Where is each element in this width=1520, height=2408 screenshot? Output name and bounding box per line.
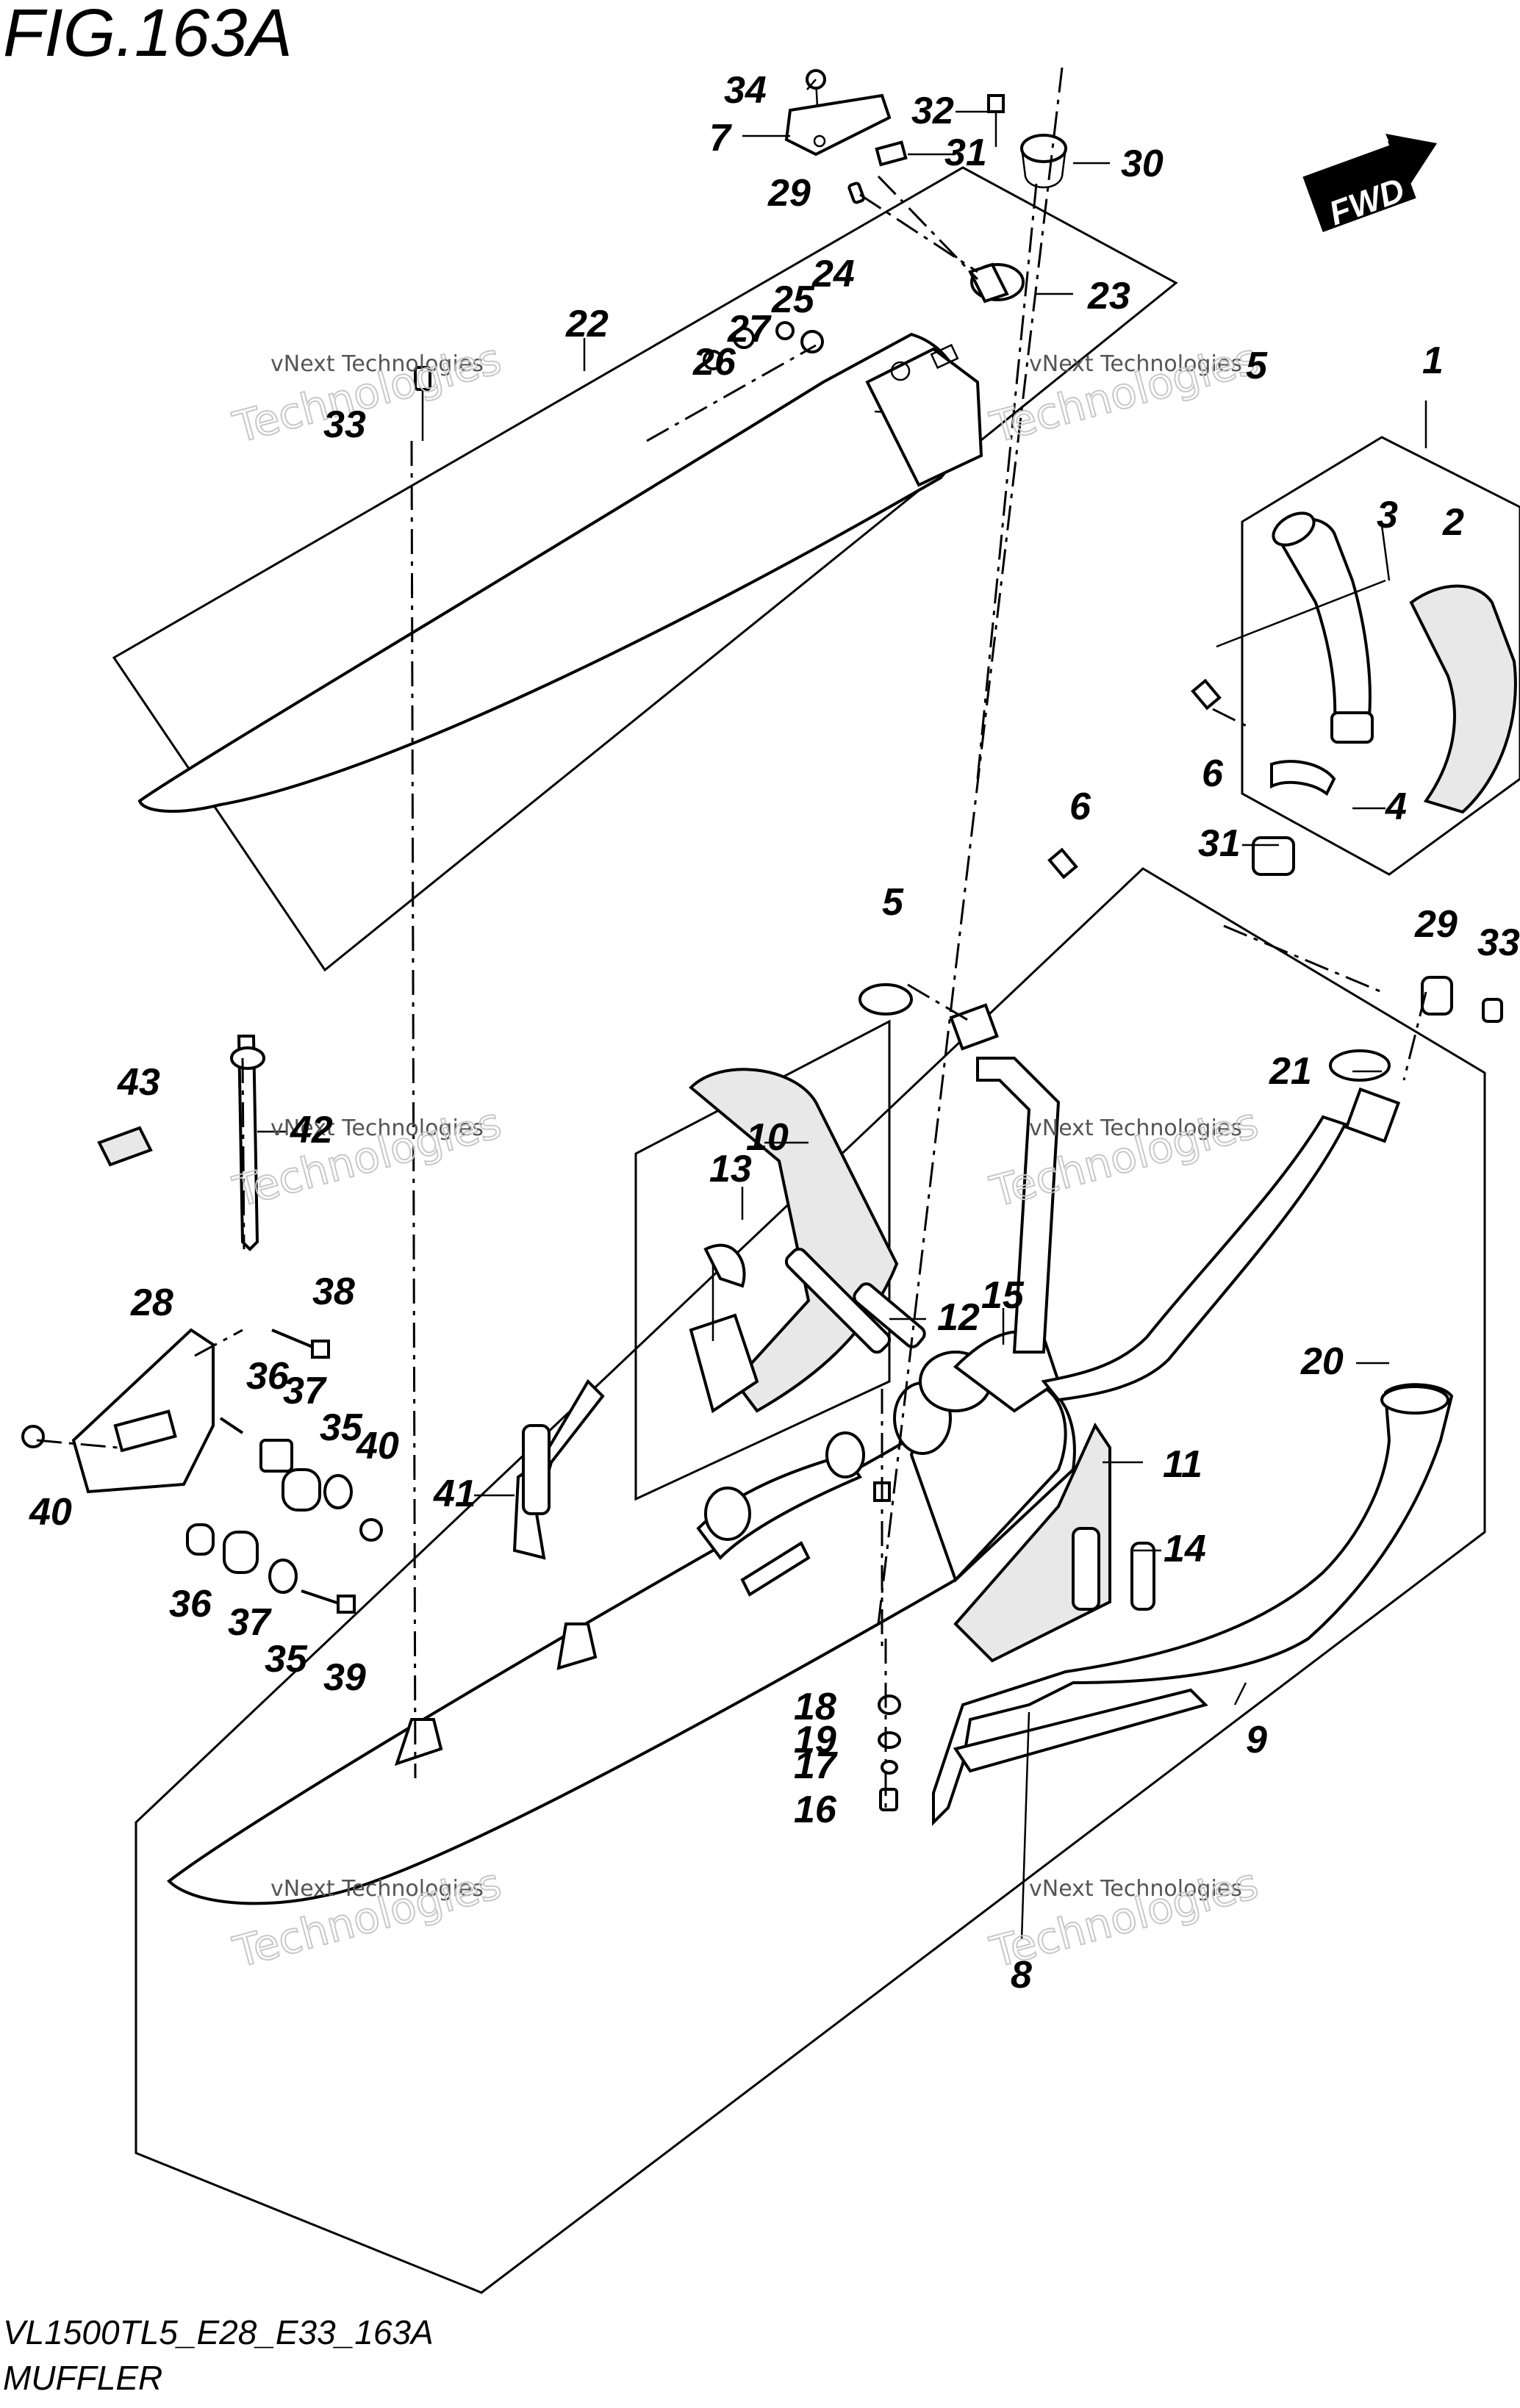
leader-lines <box>36 67 1427 1808</box>
callout-label: 13 <box>709 1148 752 1190</box>
callout-label: 34 <box>724 69 767 112</box>
callout-label: 16 <box>794 1789 837 1831</box>
callout-label: 27 <box>727 308 772 351</box>
callout-label: 29 <box>767 172 811 215</box>
forward-arrow-icon: FWD <box>1302 134 1437 232</box>
callout-label: 39 <box>323 1656 366 1699</box>
callout-label: 14 <box>1164 1528 1206 1570</box>
callout-label: 35 <box>265 1638 308 1681</box>
upper-muffler-panel <box>112 166 1178 972</box>
callout-label: 5 <box>1246 345 1268 387</box>
callout-label: 9 <box>1246 1719 1267 1761</box>
callout-label: 40 <box>356 1425 399 1467</box>
callout-label: 18 <box>794 1686 836 1728</box>
watermark-text: vNext Technologies <box>270 1115 484 1141</box>
callout-label: 31 <box>944 132 987 174</box>
watermark-text: vNext Technologies <box>1029 1876 1242 1902</box>
callout-label: 42 <box>290 1109 333 1151</box>
callout-label: 15 <box>981 1274 1025 1317</box>
callout-label: 38 <box>312 1271 355 1313</box>
figure-title: FIG.163A <box>3 0 293 71</box>
callout-label: 37 <box>283 1370 327 1412</box>
callout-label: 4 <box>1385 786 1407 828</box>
callout-label: 5 <box>882 881 904 924</box>
callout-label: 7 <box>709 117 732 159</box>
callout-label: 8 <box>1011 1954 1032 1997</box>
watermark-text: vNext Technologies <box>270 1876 484 1902</box>
callout-label: 33 <box>1477 921 1520 964</box>
part-callouts: 1 2 3 4 5 5 6 6 7 8 9 10 11 12 13 14 15 … <box>29 69 1520 1997</box>
callout-label: 36 <box>169 1583 212 1625</box>
callout-label: 40 <box>29 1491 72 1534</box>
exhaust-pipe-panel <box>1216 436 1520 876</box>
callout-label: 19 <box>794 1719 836 1761</box>
callout-label: 22 <box>565 303 609 345</box>
callout-label: 43 <box>117 1061 160 1104</box>
callout-label: 28 <box>130 1282 173 1324</box>
upper-clamps <box>414 69 1067 441</box>
callout-label: 21 <box>1269 1050 1312 1093</box>
callout-leaders <box>257 79 1427 1941</box>
watermark-text: vNext Technologies <box>1029 351 1242 377</box>
watermark-text: vNext Technologies <box>1029 1115 1242 1141</box>
callout-label: 32 <box>911 90 954 132</box>
callout-label: 12 <box>937 1296 980 1339</box>
model-code: VL1500TL5_E28_E33_163A <box>3 2313 434 2351</box>
callout-label: 26 <box>692 341 736 384</box>
lower-hardware <box>858 678 1503 1811</box>
callout-label: 36 <box>246 1355 290 1398</box>
section-name: MUFFLER <box>3 2359 162 2397</box>
callout-label: 35 <box>320 1406 363 1449</box>
callout-label: 33 <box>323 403 366 446</box>
callout-label: 23 <box>1087 275 1130 317</box>
callout-label: 1 <box>1422 339 1444 382</box>
callout-label: 37 <box>228 1601 272 1644</box>
callout-label: 41 <box>433 1473 476 1515</box>
callout-label: 6 <box>1069 786 1091 828</box>
callout-label: 10 <box>746 1116 789 1159</box>
callout-label: 31 <box>1198 822 1241 865</box>
callout-label: 11 <box>1163 1443 1202 1486</box>
callout-label: 6 <box>1202 752 1224 795</box>
callout-label: 24 <box>811 253 855 295</box>
callout-label: 20 <box>1300 1340 1344 1383</box>
callout-label: 17 <box>794 1744 838 1787</box>
callout-label: 2 <box>1442 501 1464 544</box>
lower-muffler-panel <box>135 867 1486 2294</box>
mounting-bracket-group <box>21 1035 605 1614</box>
watermark-text: vNext Technologies <box>270 351 484 377</box>
callout-label: 30 <box>1121 143 1164 185</box>
callout-label: 3 <box>1377 494 1398 536</box>
callout-label: 25 <box>771 278 815 321</box>
callout-label: 29 <box>1414 903 1458 946</box>
